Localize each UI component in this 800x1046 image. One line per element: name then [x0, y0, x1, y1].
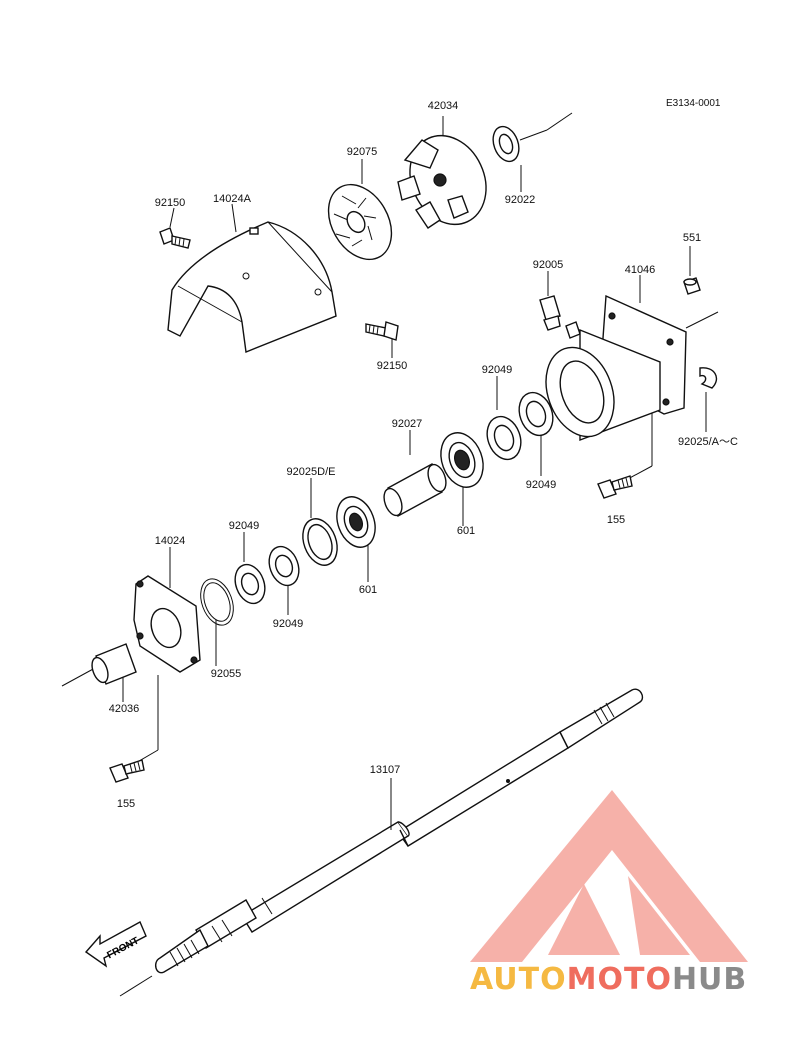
label-14024a: 14024A	[213, 193, 251, 205]
part-92049-seal-d	[234, 563, 266, 605]
part-551-pin	[683, 277, 701, 295]
part-92150-bolt-lower	[365, 321, 399, 341]
part-42034-coupling	[397, 134, 487, 229]
part-41046-housing	[545, 294, 687, 442]
part-92025de-ring	[302, 518, 338, 566]
label-92049-b: 92049	[228, 520, 260, 532]
watermark-part-moto: MOTO	[566, 962, 672, 997]
label-41046: 41046	[624, 264, 656, 276]
part-92025-circlip	[699, 367, 718, 389]
label-92025ac: 92025/A～C	[678, 436, 738, 448]
part-14024a-cover	[167, 221, 337, 353]
leader-lines	[61, 112, 719, 997]
part-92049-seal-a	[486, 415, 522, 461]
part-14024-bracket	[133, 575, 201, 673]
label-92022: 92022	[504, 194, 536, 206]
label-92049-d: 92049	[272, 618, 304, 630]
diagram-code: E3134-0001	[666, 98, 721, 109]
part-92049-seal-b	[518, 391, 554, 437]
label-155-upper: 155	[606, 514, 626, 526]
label-92055: 92055	[210, 668, 242, 680]
part-92049-seal-c	[268, 545, 300, 587]
watermark-part-hub: HUB	[671, 962, 748, 997]
label-92027: 92027	[391, 418, 423, 430]
label-92025de: 92025D/E	[286, 466, 336, 478]
label-92049-c: 92049	[525, 479, 557, 491]
label-14024: 14024	[154, 535, 186, 547]
front-arrow-icon: FRONT	[84, 921, 147, 968]
watermark-text: AUTOMOTOHUB	[470, 962, 747, 997]
label-92005: 92005	[532, 259, 564, 271]
part-601-bearing-lower	[336, 496, 376, 548]
label-601-lower: 601	[358, 584, 378, 596]
watermark-part-auto: AUTO	[470, 962, 567, 997]
label-551: 551	[682, 232, 702, 244]
label-92075: 92075	[346, 146, 378, 158]
label-92150-lower: 92150	[376, 360, 408, 372]
part-42036-bushing	[91, 643, 137, 685]
drive-shaft	[154, 688, 644, 974]
part-92150-bolt-upper	[159, 227, 191, 249]
watermark-logo-icon	[470, 790, 748, 962]
part-92022-washer	[492, 125, 520, 163]
part-155-bolt-upper	[597, 475, 633, 499]
part-92055-o-ring	[200, 578, 234, 626]
label-42034: 42034	[427, 100, 459, 112]
part-601-bearing-upper	[440, 432, 484, 488]
label-92049-a: 92049	[481, 364, 513, 376]
part-92027-collar	[383, 462, 447, 518]
label-155-lower: 155	[116, 798, 136, 810]
part-92075-damper	[327, 183, 393, 261]
label-601-upper: 601	[456, 525, 476, 537]
label-13107: 13107	[369, 764, 401, 776]
label-92150-upper: 92150	[154, 197, 186, 209]
label-42036: 42036	[108, 703, 140, 715]
part-155-bolt-lower	[109, 759, 145, 783]
part-92005-fitting	[539, 295, 581, 339]
